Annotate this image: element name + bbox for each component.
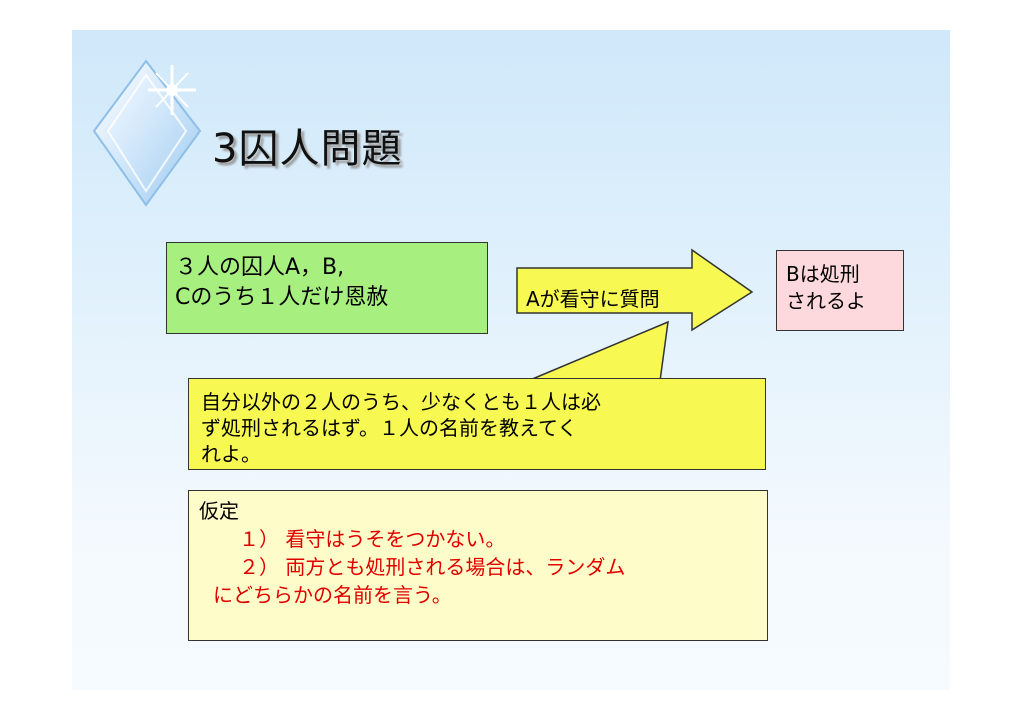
assumption-box: 仮定 １） 看守はうそをつかない。 ２） 両方とも処刑される場合は、ランダム に…	[188, 490, 768, 641]
guard-answer-line-1: Bは処刑	[786, 262, 860, 286]
prisoners-line-2: Cのうち１人だけ恩赦	[175, 285, 389, 310]
prisoners-line-1: ３人の囚人A，B,	[175, 255, 345, 280]
assumption-item-1: １） 看守はうそをつかない。	[239, 527, 506, 551]
assumption-heading: 仮定	[199, 499, 239, 523]
question-arrow	[516, 248, 754, 332]
sparkle-diamond-icon	[92, 59, 202, 207]
slide-title: 3囚人問題	[212, 126, 403, 172]
question-arrow-label: Aが看守に質問	[526, 287, 660, 311]
callout-line-2: ず処刑されるはず。１人の名前を教えてく	[201, 416, 578, 440]
guard-answer-line-2: されるよ	[786, 289, 866, 313]
callout-line-1: 自分以外の２人のうち、少なくとも１人は必	[201, 390, 601, 414]
guard-answer-box: Bは処刑 されるよ	[776, 250, 904, 331]
assumption-item-2-line-1: ２） 両方とも処刑される場合は、ランダム	[239, 555, 626, 579]
callout-line-3: れよ。	[201, 442, 261, 466]
question-callout: 自分以外の２人のうち、少なくとも１人は必 ず処刑されるはず。１人の名前を教えてく…	[188, 378, 766, 470]
assumption-item-2-line-2: にどちらかの名前を言う。	[213, 583, 452, 607]
prisoners-box: ３人の囚人A，B, Cのうち１人だけ恩赦	[166, 242, 488, 334]
callout-pointer	[529, 320, 669, 382]
